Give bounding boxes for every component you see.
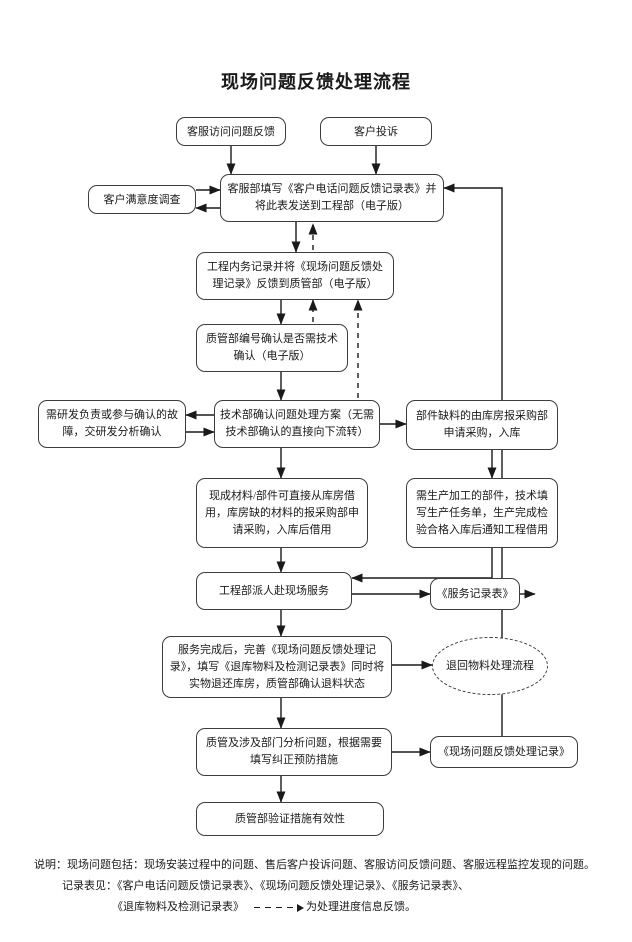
node-customer-complaint[interactable]: 客户投诉 [320,117,432,146]
node-label: 部件缺料的由库房报采购部申请采购，入库 [416,410,548,439]
node-label: 《现场问题反馈处理记录》 [438,746,570,758]
node-rd-confirm[interactable]: 需研发负责或参与确认的故障，交研发分析确认 [38,400,186,448]
node-label: 服务完成后，完善《现场问题反馈处理记录》，填写《退库物料及检测记录表》同时将实物… [169,643,385,690]
node-qc-analysis[interactable]: 质管及涉及部门分析问题，根据需要填写纠正预防措施 [196,728,392,776]
node-engineering-record[interactable]: 工程内务记录并将《现场问题反馈处理记录》反馈到质管部（电子版） [196,252,394,300]
footer-legend-meaning: 为处理进度信息反馈。 [306,901,416,913]
dashed-arrow-icon [254,903,304,912]
node-label: 工程部派人赴现场服务 [219,585,329,597]
node-site-issue-record[interactable]: 《现场问题反馈处理记录》 [430,736,578,768]
node-label: 质管部编号确认是否需技术确认（电子版） [206,333,338,362]
node-dispatch-service[interactable]: 工程部派人赴现场服务 [196,572,352,610]
node-label: 技术部确认问题处理方案（无需技术部确认的直接向下流转） [220,409,374,438]
node-label: 质管部验证措施有效性 [235,813,345,825]
node-label: 客户投诉 [354,125,398,138]
node-qc-verify[interactable]: 质管部验证措施有效性 [196,802,384,836]
node-cs-fill-form[interactable]: 客服部填写《客户电话问题反馈记录表》并将此表发送到工程部（电子版） [220,174,444,222]
node-label: 《服务记录表》 [436,588,514,600]
node-label: 工程内务记录并将《现场问题反馈处理记录》反馈到质管部（电子版） [207,261,383,290]
node-label: 需研发负责或参与确认的故障，交研发分析确认 [46,409,178,438]
node-satisfaction-survey[interactable]: 客户满意度调查 [88,185,196,214]
node-label: 客户满意度调查 [103,193,181,206]
node-qc-number-confirm[interactable]: 质管部编号确认是否需技术确认（电子版） [196,324,348,372]
node-label: 需生产加工的部件，技术填写生产任务单，生产完成检验合格入库后通知工程借用 [416,489,548,536]
footer-note-scope: 说明：现场问题包括：现场安装过程中的问题、售后客户投诉问题、客服访问反馈问题、客… [34,859,595,871]
footer-legend-form: 《退库物料及检测记录表》 [112,901,244,913]
node-tech-confirm[interactable]: 技术部确认问题处理方案（无需技术部确认的直接向下流转） [214,400,380,448]
node-service-record-form[interactable]: 《服务记录表》 [430,578,520,610]
node-parts-shortage[interactable]: 部件缺料的由库房报采购部申请采购，入库 [406,400,558,450]
node-label: 现成材料/部件可直接从库房借用，库房缺的材料的报采购部申请采购，入库后借用 [205,489,359,536]
node-label: 退回物料处理流程 [446,659,534,672]
page-title: 现场问题反馈处理流程 [221,72,411,92]
node-return-material-flow[interactable]: 退回物料处理流程 [432,637,548,695]
node-ready-material[interactable]: 现成材料/部件可直接从库房借用，库房缺的材料的报采购部申请采购，入库后借用 [196,478,368,548]
node-visit-feedback[interactable]: 客服访问问题反馈 [176,117,286,146]
node-service-complete[interactable]: 服务完成后，完善《现场问题反馈处理记录》，填写《退库物料及检测记录表》同时将实物… [162,636,392,698]
node-label: 客服部填写《客户电话问题反馈记录表》并将此表发送到工程部（电子版） [227,183,437,212]
node-label: 质管及涉及部门分析问题，根据需要填写纠正预防措施 [206,737,382,766]
footer-note-forms: 记录表见：《客户电话问题反馈记录表》、《现场问题反馈处理记录》、《服务记录表》、 [62,880,469,892]
node-production-parts[interactable]: 需生产加工的部件，技术填写生产任务单，生产完成检验合格入库后通知工程借用 [406,478,558,548]
footer-legend: 《退库物料及检测记录表》 为处理进度信息反馈。 [62,898,618,917]
node-label: 客服访问问题反馈 [187,125,275,138]
